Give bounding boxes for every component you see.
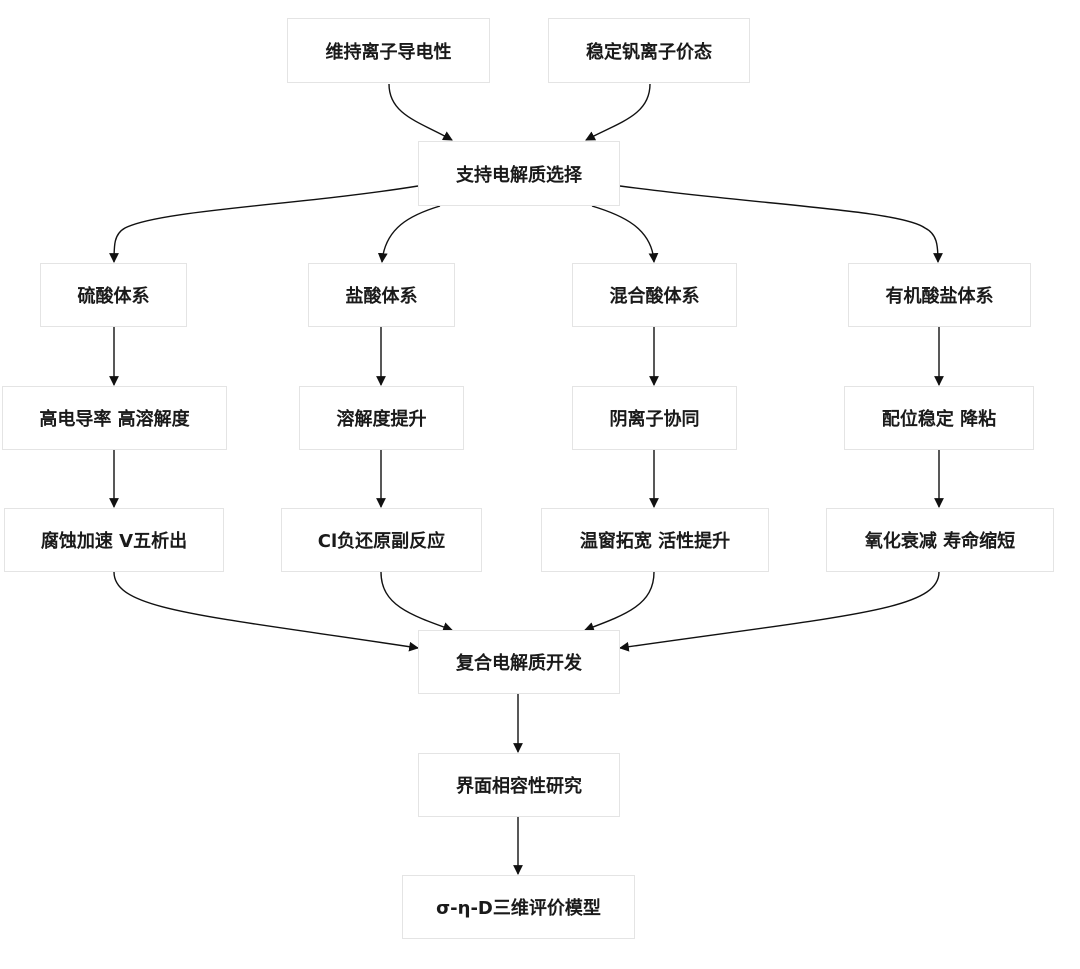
node-oxidation-decay-lifetime: 氧化衰减 寿命缩短 <box>826 508 1054 572</box>
edge-corrosion-to-composite <box>113 571 419 652</box>
node-organic-acid-salt-system: 有机酸盐体系 <box>848 263 1031 327</box>
node-solubility-improvement: 溶解度提升 <box>299 386 464 450</box>
edge-select-to-h2so4 <box>109 185 419 263</box>
edge-cond-to-select <box>388 83 453 141</box>
node-coordination-stability-viscosity: 配位稳定 降粘 <box>844 386 1034 450</box>
node-composite-electrolyte-development: 复合电解质开发 <box>418 630 620 694</box>
edge-temp-to-composite <box>584 571 655 632</box>
edge-select-to-organic <box>619 185 943 263</box>
edge-cl-to-composite <box>380 571 453 632</box>
edge-oxid-to-composite <box>619 571 940 652</box>
node-hydrochloric-acid-system: 盐酸体系 <box>308 263 455 327</box>
node-stabilize-vanadium-valence: 稳定钒离子价态 <box>548 18 750 83</box>
node-supporting-electrolyte-selection: 支持电解质选择 <box>418 141 620 206</box>
node-temperature-window-activity: 温窗拓宽 活性提升 <box>541 508 769 572</box>
node-mixed-acid-system: 混合酸体系 <box>572 263 737 327</box>
edge-select-to-hcl <box>377 205 441 263</box>
node-corrosion-v5-precipitation: 腐蚀加速 V五析出 <box>4 508 224 572</box>
node-cl-reduction-side-reaction: Cl负还原副反应 <box>281 508 482 572</box>
node-anion-synergy: 阴离子协同 <box>572 386 737 450</box>
node-high-conductivity-solubility: 高电导率 高溶解度 <box>2 386 227 450</box>
node-maintain-ionic-conductivity: 维持离子导电性 <box>287 18 490 83</box>
edge-vstab-to-select <box>585 83 651 141</box>
node-three-dimensional-evaluation-model: σ-η-D三维评价模型 <box>402 875 635 939</box>
node-sulfuric-acid-system: 硫酸体系 <box>40 263 187 327</box>
node-interface-compatibility-study: 界面相容性研究 <box>418 753 620 817</box>
edge-select-to-mixed <box>591 205 659 263</box>
